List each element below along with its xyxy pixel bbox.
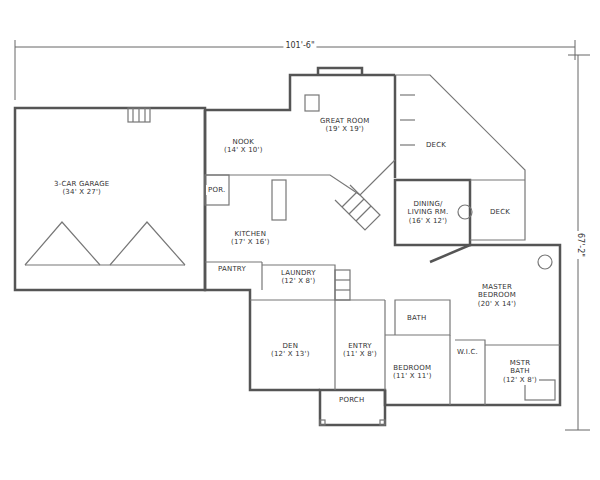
room-label: KITCHEN(17' X 16') xyxy=(229,229,272,248)
room-dimension: (14' X 10') xyxy=(224,146,263,154)
room-label: GREAT ROOM(19' X 19') xyxy=(318,116,371,135)
room-name: 3-CAR GARAGE xyxy=(54,180,109,188)
room-dimension: (34' X 27') xyxy=(54,188,109,196)
room-label: LAUNDRY(12' X 8') xyxy=(279,268,318,287)
room-label: BEDROOM(11' X 11') xyxy=(391,363,434,382)
room-name: BEDROOM xyxy=(393,364,432,372)
room-name: DINING/ LIVING RM. xyxy=(403,200,453,217)
dimension-label: 67'-2" xyxy=(576,231,585,259)
room-label: ENTRY(11' X 8') xyxy=(341,341,379,360)
room-name: W.I.C. xyxy=(457,348,478,356)
room-label: DEN(12' X 13') xyxy=(269,341,312,360)
room-name: BATH xyxy=(407,314,426,322)
room-name: GREAT ROOM xyxy=(320,117,369,125)
room-label: DINING/ LIVING RM.(16' X 12') xyxy=(401,199,455,226)
room-label: BATH xyxy=(405,313,428,323)
room-name: DECK xyxy=(490,208,510,216)
room-dimension: (16' X 12') xyxy=(403,217,453,225)
room-label: MASTER BEDROOM(20' X 14') xyxy=(470,282,524,309)
room-label: DECK xyxy=(424,140,448,150)
room-dimension: (12' X 13') xyxy=(271,350,310,358)
room-label: MSTR BATH(12' X 8') xyxy=(501,358,539,385)
room-label: PANTRY xyxy=(216,264,248,274)
room-dimension: (11' X 11') xyxy=(393,372,432,380)
room-label: 3-CAR GARAGE(34' X 27') xyxy=(52,179,111,198)
room-name: PORCH xyxy=(339,396,364,404)
room-dimension: (19' X 19') xyxy=(320,125,369,133)
room-dimension: (11' X 8') xyxy=(343,350,377,358)
room-name: NOOK xyxy=(224,138,263,146)
room-name: DEN xyxy=(271,342,310,350)
room-name: LAUNDRY xyxy=(281,269,316,277)
room-name: DECK xyxy=(426,141,446,149)
room-label: DECK xyxy=(488,207,512,217)
room-label: W.I.C. xyxy=(455,347,480,357)
room-name: PANTRY xyxy=(218,265,246,273)
room-name: MASTER BEDROOM xyxy=(472,283,522,300)
room-dimension: (12' X 8') xyxy=(503,376,537,384)
room-name: POR. xyxy=(208,186,225,194)
room-dimension: (17' X 16') xyxy=(231,238,270,246)
room-label: PORCH xyxy=(337,395,366,405)
room-name: MSTR BATH xyxy=(503,359,537,376)
room-dimension: (20' X 14') xyxy=(472,300,522,308)
room-name: KITCHEN xyxy=(231,230,270,238)
room-name: ENTRY xyxy=(343,342,377,350)
room-label: NOOK(14' X 10') xyxy=(222,137,265,156)
dimension-label: 101'-6" xyxy=(283,41,316,50)
room-label: POR. xyxy=(206,185,227,195)
room-dimension: (12' X 8') xyxy=(281,277,316,285)
